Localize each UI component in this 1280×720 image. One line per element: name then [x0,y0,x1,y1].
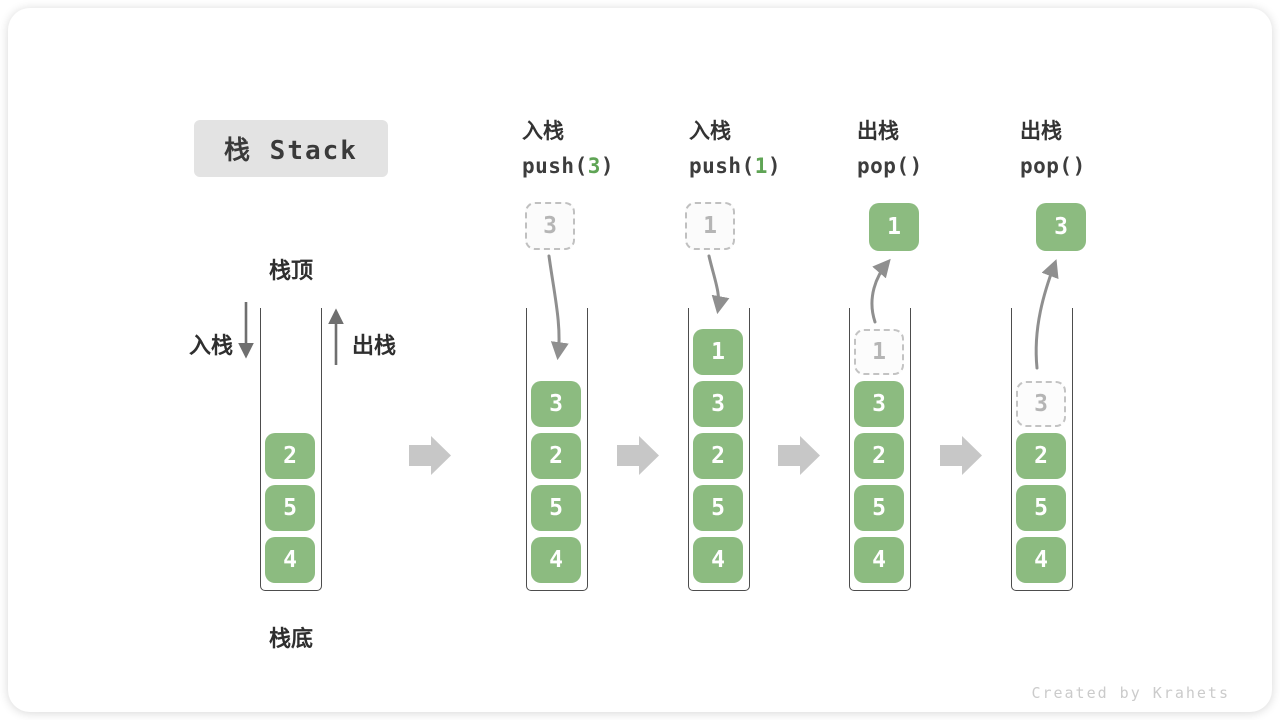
code-arg: 3 [587,154,601,178]
stack-cell: 4 [531,537,581,583]
stack-cell: 5 [693,485,743,531]
code-label: push(3) [522,154,615,178]
op-label: 出栈 [1020,120,1062,143]
stack-cell: 4 [854,537,904,583]
stack-cell: 2 [531,433,581,479]
stack-cell: 3 [854,381,904,427]
op-label: 出栈 [857,120,899,143]
stack-bottom-label: 栈底 [268,626,313,651]
stack-cell: 5 [531,485,581,531]
step-arrow-icon [409,436,451,475]
step-header-push-1: 入栈 push(1) [689,114,859,184]
stack-cell: 4 [265,537,315,583]
pushed-value-box: 1 [685,202,735,250]
code-label: pop() [857,154,923,178]
code-arg: 1 [754,154,768,178]
stack-cell-ghost: 3 [1016,381,1066,427]
stack-cell: 5 [1016,485,1066,531]
popped-value-box: 1 [869,203,919,251]
stack-state-push-1: 1 3 2 5 4 [688,308,750,591]
stack-cell: 2 [1016,433,1066,479]
op-label: 入栈 [689,120,731,143]
stack-state-push-3: 3 2 5 4 [526,308,588,591]
stack-cell: 2 [693,433,743,479]
push-direction-label: 入栈 [188,333,233,358]
stack-state-initial: 2 5 4 [260,308,322,591]
stack-state-pop-3: 3 2 5 4 [1011,308,1073,591]
pop-direction-label: 出栈 [352,333,397,358]
step-header-pop-3: 出栈 pop() [1020,114,1190,184]
popped-value-box: 3 [1036,203,1086,251]
step-arrow-icon [940,436,982,475]
code-label: pop() [1020,154,1086,178]
stack-top-label: 栈顶 [268,258,313,283]
code-label: push(1) [689,154,782,178]
diagram-title: 栈 Stack [194,120,388,177]
step-arrow-icon [617,436,659,475]
step-header-push-3: 入栈 push(3) [522,114,692,184]
stack-cell: 1 [693,329,743,375]
stack-cell: 3 [693,381,743,427]
stack-cell: 4 [1016,537,1066,583]
step-header-pop-1: 出栈 pop() [857,114,1027,184]
push-1-arrow-icon [707,254,730,315]
pushed-value-box: 3 [525,202,575,250]
diagram-card: 栈 Stack 入栈 push(3) 入栈 push(1) 出栈 pop() 出… [8,8,1272,712]
step-arrow-icon [778,436,820,475]
op-label: 入栈 [522,120,564,143]
stack-cell: 5 [854,485,904,531]
stack-state-pop-1: 1 3 2 5 4 [849,308,911,591]
stack-cell-ghost: 1 [854,329,904,375]
stack-cell: 2 [854,433,904,479]
credit-text: Created by Krahets [1031,684,1230,702]
stack-cell: 2 [265,433,315,479]
stack-cell: 3 [531,381,581,427]
stack-cell: 5 [265,485,315,531]
stack-cell: 4 [693,537,743,583]
